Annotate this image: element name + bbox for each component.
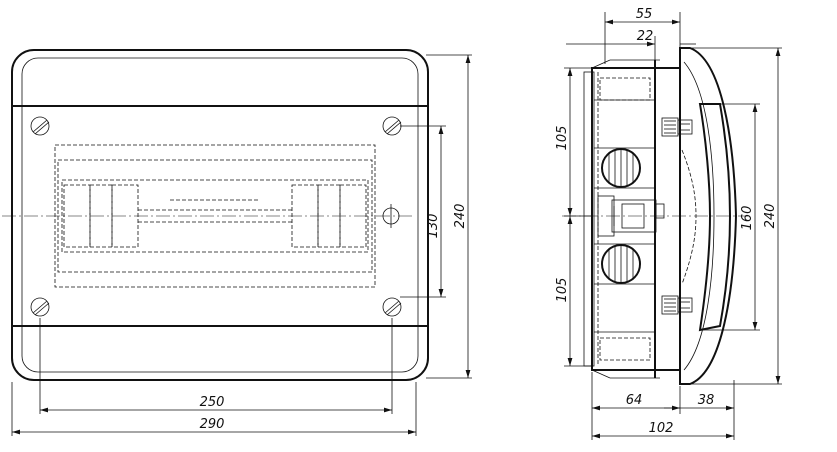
- base-bottom-taper: [591, 369, 611, 379]
- screw-top-left: [30, 116, 50, 136]
- terminal-bottom: [661, 295, 693, 315]
- screw-bottom-left: [30, 297, 50, 317]
- base-pocket-top: [599, 77, 651, 101]
- dim-102-label: 102: [649, 421, 674, 436]
- dim-240-label-side: 240: [763, 204, 778, 229]
- lid-outer-profile: [679, 47, 738, 385]
- side-view: 55 22 105 105 160 240 64 38 102: [555, 7, 782, 440]
- dim-64-label: 64: [626, 393, 643, 408]
- enclosure-outline: [11, 49, 429, 381]
- lid-inner-profile: [683, 61, 715, 371]
- knockout-bottom: [601, 244, 641, 284]
- dim-160-label: 160: [740, 206, 755, 231]
- base-body-outline: [591, 67, 681, 371]
- knockout-top: [601, 148, 641, 188]
- dim-290-label: 290: [200, 417, 225, 432]
- terminal-top: [661, 117, 693, 137]
- dim-55-label: 55: [636, 7, 653, 22]
- dim-105-bottom-label: 105: [555, 278, 570, 303]
- screw-top-right: [382, 116, 402, 136]
- dim-22-label: 22: [637, 29, 654, 44]
- dim-105-top-label: 105: [555, 126, 570, 151]
- screw-bottom-right: [382, 297, 402, 317]
- dim-130-label: 130: [426, 214, 441, 239]
- dim-250-label: 250: [200, 395, 225, 410]
- base-top-taper: [591, 59, 611, 69]
- front-view: 130 240 250 290: [2, 49, 472, 436]
- din-rail-window-inner: [57, 159, 373, 273]
- dim-38-label: 38: [698, 393, 715, 408]
- lid-window: [698, 103, 732, 332]
- dim-240-label-front: 240: [453, 204, 468, 229]
- enclosure-inner-outline: [21, 57, 419, 373]
- lid-hidden-edge: [681, 149, 697, 285]
- base-pocket-bottom: [599, 337, 651, 361]
